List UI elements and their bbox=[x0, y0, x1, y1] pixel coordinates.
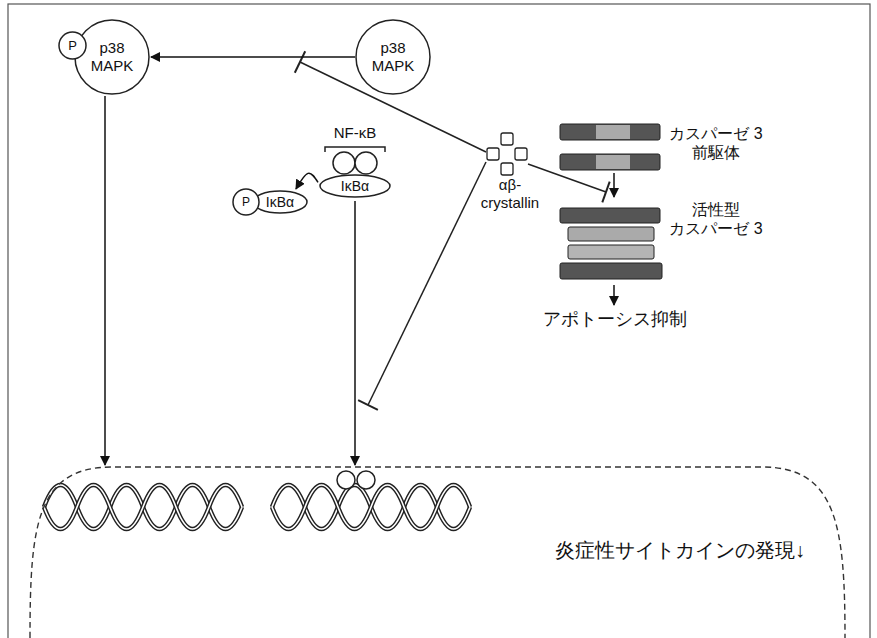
enzyme-bar bbox=[560, 154, 660, 170]
node-label: NF-κB bbox=[318, 124, 392, 142]
phospho-tag: P bbox=[58, 31, 87, 60]
protein-circle: p38 MAPKP bbox=[74, 19, 150, 95]
outline bbox=[253, 191, 307, 213]
pathway-arrow bbox=[151, 56, 355, 58]
dna-strand bbox=[44, 485, 242, 529]
node-label: IκBα bbox=[341, 178, 369, 195]
pathway-arrow bbox=[296, 173, 318, 189]
dna-helix bbox=[272, 485, 470, 529]
pathway-arrow bbox=[613, 285, 615, 305]
dna-strand-core bbox=[272, 485, 470, 529]
enzyme-bar bbox=[560, 124, 660, 140]
nfkb-subunit bbox=[357, 471, 375, 489]
node-label: カスパーゼ 3 前駆体 bbox=[664, 124, 768, 162]
nfkb-subunit bbox=[355, 152, 377, 174]
protein-ellipse: IκBα bbox=[319, 174, 391, 198]
inhibition-line bbox=[368, 162, 486, 405]
protein-ellipse: IκBαP bbox=[252, 190, 308, 214]
enzyme-domain bbox=[596, 125, 630, 139]
dna-strand bbox=[272, 485, 470, 529]
subunit-square bbox=[515, 148, 527, 160]
inhibition-bar bbox=[602, 182, 609, 203]
outline bbox=[320, 175, 390, 197]
node-label: P bbox=[242, 195, 250, 209]
protein-circle: p38 MAPK bbox=[355, 19, 431, 95]
node-label: P bbox=[68, 38, 77, 54]
node-label: αβ- crystallin bbox=[474, 176, 546, 212]
subunit-square bbox=[487, 148, 499, 160]
node-label: IκBα bbox=[266, 194, 294, 211]
subunit-square bbox=[501, 133, 513, 145]
outcome-label: アポトーシス抑制 bbox=[540, 306, 690, 334]
inhibition-bar bbox=[295, 51, 305, 73]
enzyme-bar bbox=[560, 263, 662, 279]
outline bbox=[356, 20, 430, 94]
pathway-arrow bbox=[354, 201, 356, 465]
complex-bracket bbox=[325, 147, 385, 152]
outline bbox=[75, 20, 149, 94]
dna-strand-core bbox=[44, 485, 242, 529]
dna-strand-core bbox=[272, 485, 470, 529]
phospho-tag: P bbox=[232, 188, 260, 216]
protein-complex: NF-κB IκBα bbox=[318, 124, 392, 200]
enzyme-bar bbox=[568, 227, 654, 241]
subunit-square bbox=[501, 163, 513, 175]
enzyme-bar bbox=[560, 208, 660, 223]
node-label: 活性型 カスパーゼ 3 bbox=[664, 200, 768, 238]
enzyme-bars: カスパーゼ 3 前駆体 bbox=[558, 122, 773, 172]
node-label: p38 MAPK bbox=[363, 39, 423, 75]
outline bbox=[233, 189, 259, 215]
dna-strand bbox=[272, 485, 470, 529]
node-label: アポトーシス抑制 bbox=[543, 309, 687, 331]
dna-strand-core bbox=[44, 485, 242, 529]
nfkb-subunit bbox=[333, 152, 355, 174]
node-label: p38 MAPK bbox=[82, 39, 142, 75]
enzyme-bars: 活性型 カスパーゼ 3 bbox=[558, 198, 773, 284]
node-label: 炎症性サイトカインの発現↓ bbox=[265, 538, 877, 562]
nucleus-region: 炎症性サイトカインの発現↓ bbox=[22, 466, 852, 638]
nfkb-subunit bbox=[337, 471, 355, 489]
node-shape bbox=[558, 198, 773, 284]
enzyme-domain bbox=[596, 155, 630, 169]
dna-helix bbox=[44, 485, 242, 529]
inhibition-bar bbox=[358, 400, 378, 410]
pathway-arrow bbox=[613, 173, 615, 197]
dna-strand bbox=[44, 485, 242, 529]
protein-icon: αβ- crystallin bbox=[470, 130, 550, 214]
pathway-arrow bbox=[104, 96, 106, 465]
outline bbox=[59, 32, 86, 59]
enzyme-bar bbox=[568, 245, 654, 259]
